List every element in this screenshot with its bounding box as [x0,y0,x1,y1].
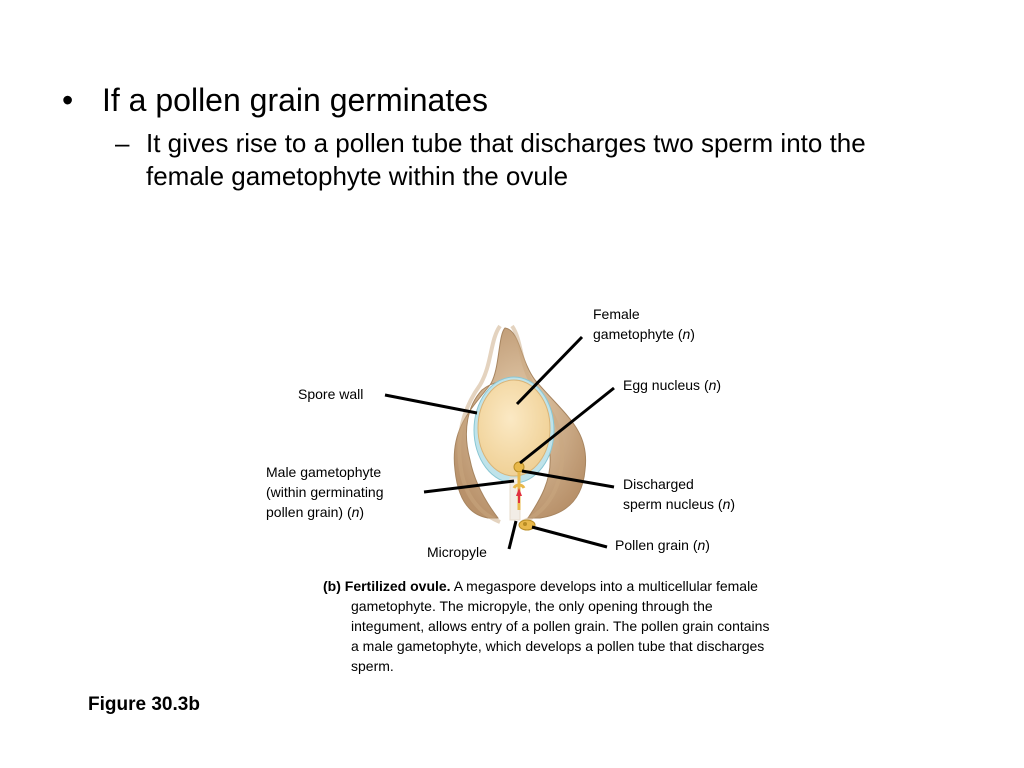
leader-spore-wall [384,393,478,415]
bullet-marker: • [62,82,74,118]
leader-pollen-grain [531,525,608,549]
label-female-gametophyte: Female gametophyte (n) [593,306,695,342]
arrow-shape [516,488,522,496]
female-gametophyte-shape [477,379,551,477]
sub-bullet-marker: – [115,128,130,158]
sub-bullet-text: It gives rise to a pollen tube that disc… [146,128,866,191]
leader-egg-nucleus [519,386,615,465]
label-micropyle: Micropyle [427,544,487,560]
bullet-text: If a pollen grain germinates [102,82,488,118]
label-spore-wall: Spore wall [298,386,364,402]
leader-discharged-sperm [521,469,615,489]
pollen-grain-nucleus [523,522,527,526]
leader-male-gametophyte [423,479,515,494]
label-male-gametophyte: Male gametophyte (within germinating pol… [266,464,384,520]
label-discharged-sperm-nucleus: Discharged sperm nucleus (n) [623,476,736,512]
leader-micropyle [507,520,518,550]
caption-body: A megaspore develops into a multicellula… [351,578,770,674]
label-egg-nucleus: Egg nucleus (n) [623,377,722,393]
figure-caption: (b) Fertilized ovule. A megaspore develo… [323,576,771,676]
pollen-grain-shape [518,519,536,531]
label-pollen-grain: Pollen grain (n) [615,537,710,553]
figure-number: Figure 30.3b [88,694,200,715]
integument-outline [457,324,565,524]
leader-lines [384,335,615,550]
caption-title: (b) Fertilized ovule. [323,578,451,594]
leader-female-gametophyte [515,335,584,406]
